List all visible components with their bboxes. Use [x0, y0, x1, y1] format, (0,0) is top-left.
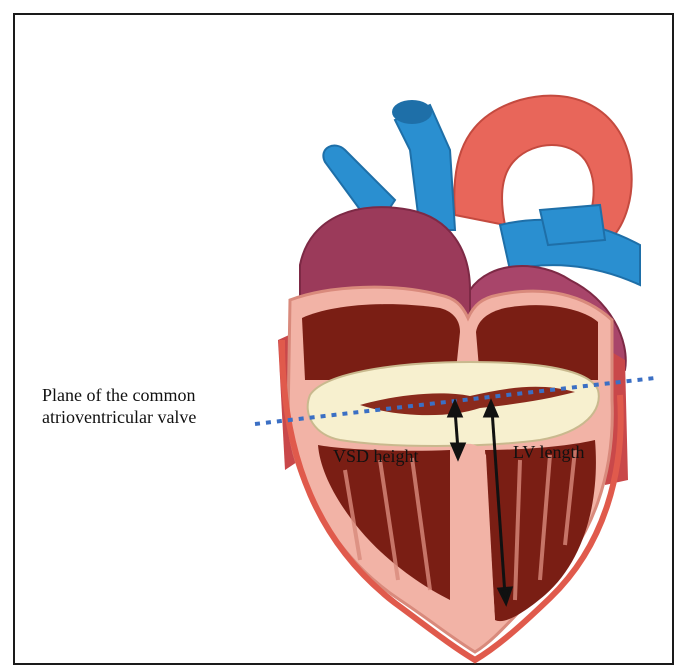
lv-length-label: LV length — [513, 441, 585, 463]
plane-label: Plane of the common atrioventricular val… — [42, 384, 196, 428]
vsd-height-label: VSD height — [333, 445, 419, 467]
right-lower-vessel — [540, 205, 605, 245]
plane-label-line2: atrioventricular valve — [42, 406, 196, 428]
plane-label-line1: Plane of the common — [42, 384, 196, 406]
superior-vessel-opening — [392, 100, 432, 124]
